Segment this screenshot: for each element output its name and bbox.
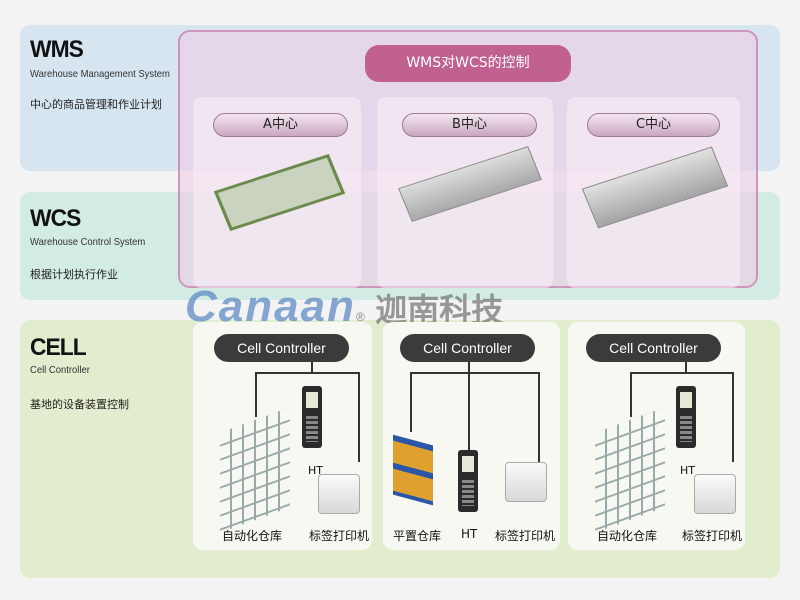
handheld-terminal-icon [458,450,478,512]
center-a-label: A中心 [213,113,348,137]
cell-controller-2: Cell Controller [400,334,535,362]
connector [538,372,540,462]
watermark-reg: ® [355,310,365,324]
ht-label-3: HT [680,464,695,477]
ht-label-1: HT [308,464,323,477]
connector [311,362,313,372]
watermark: Canaan® 迦南科技 [185,282,503,331]
connector [410,372,540,374]
cell-controller-1: Cell Controller [214,334,349,362]
cell-1-left-label: 自动化仓库 [222,529,283,543]
connector [255,372,360,374]
wms-title: WMS [30,36,84,63]
wms-description: 中心的商品管理和作业计划 [30,98,162,111]
connector [410,372,412,432]
connector [468,372,470,450]
cell-title: CELL [30,334,87,361]
connector [630,372,734,374]
connector [732,372,734,462]
connector [255,372,257,417]
cell-subtitle: Cell Controller [30,364,90,376]
cell-2-right-label: 标签打印机 [495,529,556,543]
handheld-terminal-icon [676,386,696,448]
connector [468,362,470,372]
label-printer-icon [505,462,547,502]
cell-controller-3: Cell Controller [586,334,721,362]
cell-3-left-label: 自动化仓库 [597,529,658,543]
connector [685,362,687,372]
center-c-label: C中心 [587,113,720,137]
cell-1-right-label: 标签打印机 [309,529,370,543]
connector [358,372,360,462]
label-printer-icon [318,474,360,514]
wcs-subtitle: Warehouse Control System [30,236,146,248]
wcs-description: 根据计划执行作业 [30,268,118,281]
cell-2-left-label: 平置仓库 [393,529,442,543]
connector [630,372,632,417]
center-b-label: B中心 [402,113,537,137]
cell-description: 基地的设备装置控制 [30,398,129,411]
handheld-terminal-icon [302,386,322,448]
wcs-title: WCS [30,205,81,232]
label-printer-icon [694,474,736,514]
wms-subtitle: Warehouse Management System [30,68,170,80]
cell-3-right-label: 标签打印机 [682,529,743,543]
flat-warehouse-icon [393,434,433,506]
cell-2-ht-label: HT [461,527,478,541]
control-title: WMS对WCS的控制 [365,45,571,82]
